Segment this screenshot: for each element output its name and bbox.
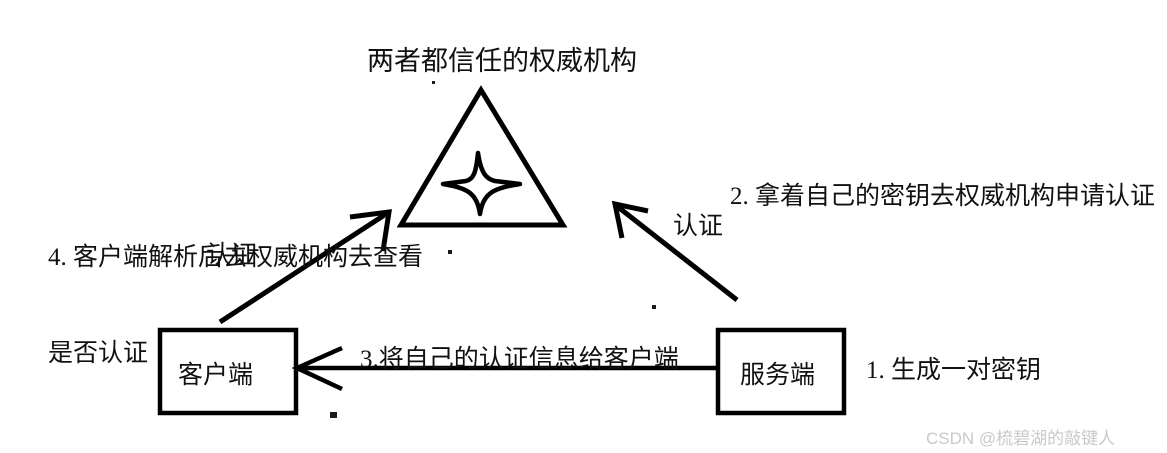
client-to-authority-arrow-line xyxy=(218,211,388,325)
server-to-authority-arrow-line xyxy=(616,205,739,302)
step2-annotation: 2. 拿着自己的密钥去权威机构申请认证 xyxy=(730,183,1156,210)
ink-speck xyxy=(432,81,435,84)
server-box-label: 服务端 xyxy=(740,362,816,389)
client-to-authority-arrowhead xyxy=(349,209,392,252)
client-box-label: 客户端 xyxy=(178,362,254,389)
step4-annotation: 4. 客户端解析后去权威机构去查看 是否认证 xyxy=(48,178,423,434)
diagram-title: 两者都信任的权威机构 xyxy=(367,46,637,76)
client-to-authority-edge-label: 认证 xyxy=(206,242,257,269)
server-to-authority-edge-label: 认证 xyxy=(673,213,724,240)
server-to-client-arrowhead xyxy=(291,345,343,392)
server-box xyxy=(715,327,847,416)
ink-speck xyxy=(448,250,452,254)
server-to-authority-arrowhead xyxy=(611,200,649,239)
step4-line2: 是否认证 xyxy=(48,340,149,367)
step4-line1: 4. 客户端解析后去权威机构去查看 xyxy=(48,244,424,271)
step1-annotation: 1. 生成一对密钥 xyxy=(866,357,1042,384)
four-point-star-icon xyxy=(440,150,523,217)
ink-speck xyxy=(652,305,656,309)
client-box xyxy=(157,327,299,416)
csdn-watermark: CSDN @梳碧湖的敲键人 xyxy=(926,429,1116,448)
ink-speck xyxy=(330,412,337,418)
authority-triangle xyxy=(396,85,568,228)
server-to-client-edge-label: 3.将自己的认证信息给客户端 xyxy=(360,346,679,373)
